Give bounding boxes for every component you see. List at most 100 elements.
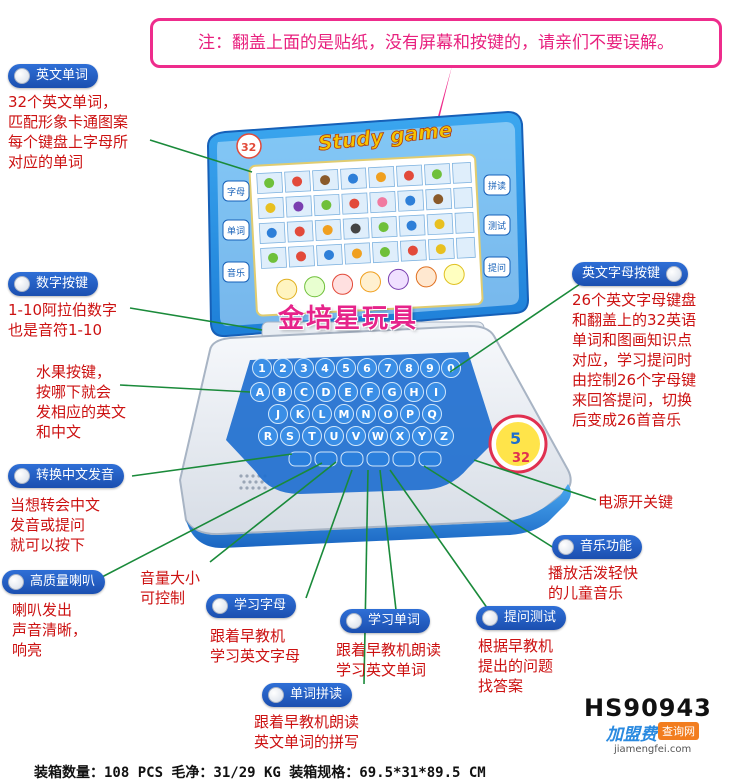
- brand-name: 金培星玩具: [278, 304, 419, 334]
- learn-letters-desc: 跟着早教机 学习英文字母: [210, 627, 301, 665]
- learn-words-desc: 跟着早教机朗读 学习英文单词: [336, 641, 442, 679]
- function-key: [314, 451, 338, 467]
- function-key: [418, 451, 442, 467]
- bullet-icon: [14, 68, 30, 84]
- keyboard-key: C: [294, 382, 314, 402]
- keyboard-key: H: [404, 382, 424, 402]
- keyboard-key: 7: [378, 358, 398, 378]
- svg-text:N: N: [361, 408, 370, 421]
- lid-button-label: 字母: [227, 186, 245, 198]
- keyboard-key: P: [400, 404, 420, 424]
- svg-text:P: P: [406, 408, 414, 421]
- bullet-icon: [346, 613, 362, 629]
- svg-text:C: C: [300, 386, 308, 399]
- keyboard-key: D: [316, 382, 336, 402]
- keyboard-key: T: [302, 426, 322, 446]
- svg-text:S: S: [286, 430, 294, 443]
- svg-text:3: 3: [300, 362, 308, 375]
- switch-language-label: 转换中文发音: [8, 464, 125, 488]
- bullet-icon: [212, 598, 228, 614]
- music-desc: 播放活泼轻快 的儿童音乐: [548, 564, 639, 602]
- lid-word-count: 32: [241, 141, 256, 154]
- function-key: [366, 451, 390, 467]
- function-key: [340, 451, 364, 467]
- keyboard-key: Q: [422, 404, 442, 424]
- keyboard-key: 3: [294, 358, 314, 378]
- lid-button-label: 音乐: [227, 267, 245, 279]
- svg-text:A: A: [256, 386, 265, 399]
- keyboard-key: U: [324, 426, 344, 446]
- watermark-name: 加盟费: [606, 725, 657, 745]
- keyboard-key: G: [382, 382, 402, 402]
- keyboard-key: J: [268, 404, 288, 424]
- watermark-tag: 查询网: [658, 722, 699, 740]
- keyboard-key: S: [280, 426, 300, 446]
- notice-banner: 注：翻盖上面的是贴纸，没有屏幕和按键的，请亲们不要误解。: [150, 18, 722, 68]
- svg-text:9: 9: [426, 362, 434, 375]
- label-text: 高质量喇叭: [30, 574, 96, 589]
- keyboard-key: N: [356, 404, 376, 424]
- svg-text:H: H: [409, 386, 418, 399]
- badge-number: 5: [510, 429, 521, 448]
- svg-text:X: X: [396, 430, 405, 443]
- fruit-keys-desc: 水果按键， 按哪下就会 发相应的英文 和中文: [36, 363, 127, 441]
- svg-text:5: 5: [342, 362, 350, 375]
- svg-text:I: I: [434, 386, 438, 399]
- keyboard-key: A: [250, 382, 270, 402]
- svg-text:1: 1: [258, 362, 266, 375]
- number-keys-label: 数字按键: [8, 272, 99, 296]
- svg-text:7: 7: [384, 362, 392, 375]
- svg-text:Q: Q: [427, 408, 436, 421]
- keyboard-key: I: [426, 382, 446, 402]
- keyboard-key: K: [290, 404, 310, 424]
- picture-grid: [256, 162, 476, 300]
- bullet-icon: [268, 687, 284, 703]
- svg-text:4: 4: [321, 362, 329, 375]
- svg-text:O: O: [383, 408, 392, 421]
- keyboard-key: 4: [315, 358, 335, 378]
- svg-text:2: 2: [279, 362, 287, 375]
- bullet-icon: [666, 266, 683, 282]
- svg-text:T: T: [308, 430, 316, 443]
- base-rim: [186, 484, 571, 548]
- label-text: 单词拼读: [290, 687, 343, 702]
- power-desc: 电源开关键: [598, 493, 674, 511]
- keyboard-key: 0: [441, 358, 461, 378]
- label-text: 英文单词: [36, 68, 89, 83]
- letter-keys-label: 英文字母按键: [572, 262, 689, 286]
- label-text: 提问测试: [504, 610, 557, 625]
- bullet-icon: [14, 276, 30, 292]
- bullet-icon: [558, 539, 574, 555]
- volume-desc: 音量大小 可控制: [140, 569, 201, 607]
- label-text: 转换中文发音: [36, 468, 115, 483]
- speaker-desc: 喇叭发出 声音清晰， 响亮: [12, 601, 88, 659]
- svg-text:0: 0: [447, 362, 455, 375]
- spelling-desc: 跟着早教机朗读 英文单词的拼写: [254, 713, 360, 751]
- keyboard-key: Z: [434, 426, 454, 446]
- bullet-icon: [14, 468, 30, 484]
- svg-text:J: J: [275, 408, 280, 421]
- lid-button-label: 单词: [227, 225, 245, 237]
- keyboard-key: Y: [412, 426, 432, 446]
- label-text: 学习字母: [234, 598, 287, 613]
- function-key: [288, 451, 312, 467]
- keyboard-key: B: [272, 382, 292, 402]
- model-number: HS90943: [584, 694, 712, 722]
- keyboard-key: V: [346, 426, 366, 446]
- learn-letters-label: 学习字母: [206, 594, 297, 618]
- keyboard-key: F: [360, 382, 380, 402]
- english-words-label: 英文单词: [8, 64, 99, 88]
- letter-keys-desc: 26个英文字母键盘 和翻盖上的32英语 单词和图画知识点 对应，学习提问时 由控…: [572, 291, 697, 429]
- svg-text:R: R: [264, 430, 273, 443]
- english-words-desc: 32个英文单词， 匹配形象卡通图案 每个键盘上字母所 对应的单词: [8, 93, 129, 171]
- keyboard-key: 2: [273, 358, 293, 378]
- keyboard-key: R: [258, 426, 278, 446]
- label-text: 英文字母按键: [582, 266, 661, 281]
- packing-info: 装箱数量：108 PCS 毛净：31/29 KG 装箱规格：69.5*31*89…: [34, 765, 486, 781]
- svg-text:K: K: [296, 408, 305, 421]
- svg-text:6: 6: [363, 362, 371, 375]
- keyboard-key: L: [312, 404, 332, 424]
